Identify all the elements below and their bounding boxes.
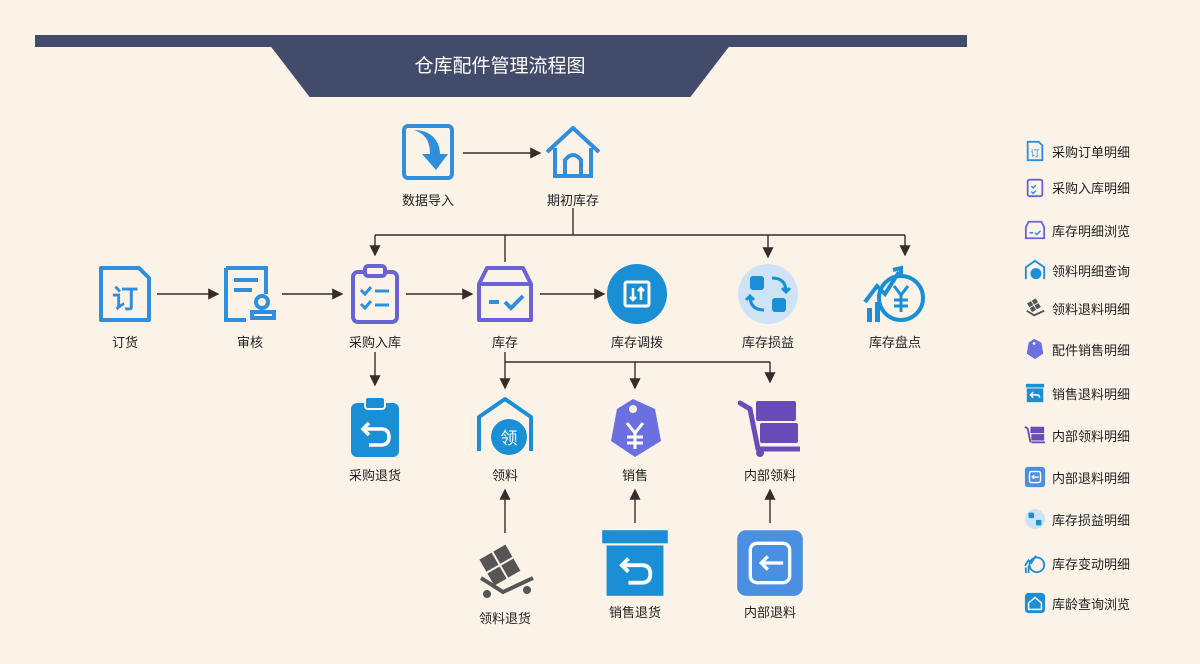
node-label: 期初库存 bbox=[546, 194, 599, 209]
legend-label: 领料明细查询 bbox=[1052, 264, 1131, 280]
requisition-home-icon bbox=[1024, 259, 1046, 280]
node-review[interactable]: 审核 bbox=[195, 262, 305, 351]
node-label: 采购退货 bbox=[348, 469, 401, 484]
exit-square-icon bbox=[1024, 466, 1046, 488]
node-label: 领料退货 bbox=[478, 612, 531, 627]
node-label: 库存调拨 bbox=[610, 336, 663, 351]
node-order[interactable]: 订 订货 bbox=[70, 262, 180, 351]
legend-item[interactable]: 库存变动明细 bbox=[1024, 551, 1130, 575]
yuan-growth-icon bbox=[1024, 555, 1046, 574]
legend-label: 销售退料明细 bbox=[1052, 387, 1131, 403]
house-icon bbox=[1024, 592, 1046, 614]
hand-truck-icon bbox=[738, 400, 800, 457]
node-label: 订货 bbox=[111, 336, 138, 351]
order-doc-icon: 订 bbox=[1026, 140, 1044, 162]
clipboard-return-icon bbox=[351, 396, 399, 457]
legend-label: 采购入库明细 bbox=[1052, 181, 1131, 197]
svg-text:订: 订 bbox=[112, 285, 138, 315]
legend-label: 采购订单明细 bbox=[1052, 145, 1131, 161]
legend-label: 内部退料明细 bbox=[1052, 471, 1131, 487]
approval-stamp-icon bbox=[224, 266, 276, 322]
legend-item[interactable]: 销售退料明细 bbox=[1024, 381, 1130, 405]
node-inventory[interactable]: 库存 bbox=[450, 262, 560, 351]
box-return-icon bbox=[602, 530, 668, 596]
node-transfer[interactable]: 库存调拨 bbox=[582, 262, 692, 351]
legend-label: 配件销售明细 bbox=[1052, 343, 1131, 359]
node-requisition-return[interactable]: 领料退货 bbox=[450, 538, 560, 627]
node-label: 库存损益 bbox=[741, 336, 794, 351]
title-banner bbox=[262, 35, 738, 97]
node-purchase-return[interactable]: 采购退货 bbox=[320, 395, 430, 484]
inbox-tray-icon bbox=[1024, 220, 1046, 240]
yuan-growth-icon bbox=[863, 265, 925, 322]
house-icon bbox=[545, 126, 601, 178]
exchange-cycle-icon bbox=[738, 264, 798, 324]
node-label: 审核 bbox=[236, 336, 263, 351]
legend-item[interactable]: 库存损益明细 bbox=[1024, 507, 1130, 531]
node-label: 内部退料 bbox=[743, 606, 796, 621]
node-internal-requisition[interactable]: 内部领料 bbox=[715, 395, 825, 484]
transfer-circle-icon bbox=[607, 264, 667, 324]
node-sales-return[interactable]: 销售退货 bbox=[580, 528, 690, 621]
legend-item[interactable]: 订 采购订单明细 bbox=[1024, 139, 1130, 163]
node-label: 数据导入 bbox=[401, 194, 454, 209]
node-stocktake[interactable]: 库存盘点 bbox=[840, 262, 950, 351]
node-internal-return[interactable]: 内部退料 bbox=[715, 528, 825, 621]
legend-label: 库存明细浏览 bbox=[1052, 224, 1131, 240]
cart-boxes-icon bbox=[1026, 298, 1045, 317]
clipboard-check-icon bbox=[1026, 178, 1044, 198]
node-profit-loss[interactable]: 库存损益 bbox=[713, 262, 823, 351]
page-title: 仓库配件管理流程图 bbox=[414, 55, 586, 77]
clipboard-check-icon bbox=[351, 264, 399, 324]
arrow-down-right-icon bbox=[402, 124, 454, 180]
svg-text:领: 领 bbox=[501, 429, 518, 449]
legend-label: 库存损益明细 bbox=[1052, 513, 1131, 529]
legend-item[interactable]: 库存明细浏览 bbox=[1024, 218, 1130, 242]
inbox-tray-icon bbox=[477, 266, 533, 322]
legend-item[interactable]: 领料退料明细 bbox=[1024, 296, 1130, 320]
node-label: 库存 bbox=[491, 336, 518, 351]
legend-label: 内部领料明细 bbox=[1052, 429, 1131, 445]
legend-item[interactable]: 内部领料明细 bbox=[1024, 423, 1130, 447]
order-doc-icon: 订 bbox=[99, 266, 151, 322]
node-label: 库存盘点 bbox=[868, 336, 921, 351]
legend-label: 库龄查询浏览 bbox=[1052, 597, 1131, 613]
legend-item[interactable]: 采购入库明细 bbox=[1024, 175, 1130, 199]
legend-item[interactable]: 库龄查询浏览 bbox=[1024, 591, 1130, 615]
legend-item[interactable]: 内部退料明细 bbox=[1024, 465, 1130, 489]
node-label: 销售退货 bbox=[608, 606, 661, 621]
node-label: 内部领料 bbox=[743, 469, 796, 484]
node-label: 领料 bbox=[491, 469, 518, 484]
legend-label: 领料退料明细 bbox=[1052, 302, 1131, 318]
exchange-cycle-icon bbox=[1024, 508, 1046, 530]
requisition-home-icon: 领 bbox=[477, 397, 533, 455]
node-opening-stock[interactable]: 期初库存 bbox=[518, 120, 628, 209]
node-purchase-in[interactable]: 采购入库 bbox=[320, 262, 430, 351]
legend-label: 库存变动明细 bbox=[1052, 557, 1131, 573]
hand-truck-icon bbox=[1024, 425, 1046, 444]
price-tag-icon bbox=[611, 399, 661, 457]
exit-square-icon bbox=[737, 530, 803, 596]
legend-item[interactable]: 配件销售明细 bbox=[1024, 337, 1130, 361]
node-data-import[interactable]: 数据导入 bbox=[373, 120, 483, 209]
box-return-icon bbox=[1025, 383, 1045, 403]
svg-text:订: 订 bbox=[1030, 149, 1039, 160]
legend-item[interactable]: 领料明细查询 bbox=[1024, 258, 1130, 282]
node-sales[interactable]: 销售 bbox=[580, 395, 690, 484]
cart-boxes-icon bbox=[479, 544, 534, 598]
price-tag-icon bbox=[1026, 338, 1044, 360]
node-label: 销售 bbox=[621, 469, 648, 484]
node-label: 采购入库 bbox=[348, 336, 401, 351]
node-requisition[interactable]: 领 领料 bbox=[450, 395, 560, 484]
